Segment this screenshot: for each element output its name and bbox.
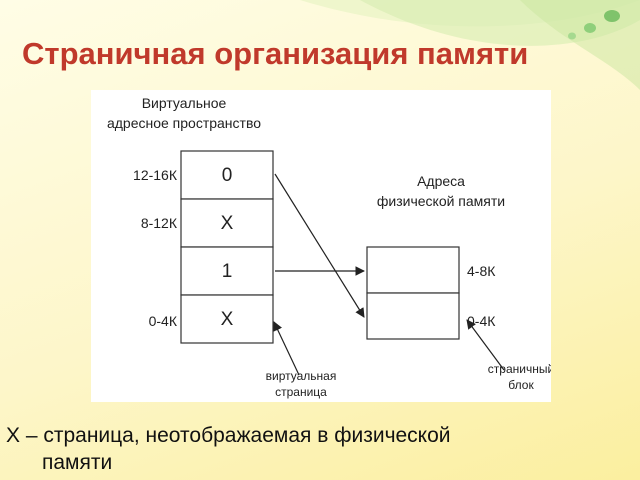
callout-arrow-page-frame <box>466 319 505 371</box>
droplet-icon <box>568 32 576 40</box>
droplet-icon <box>604 10 620 22</box>
physical-range-0: 4-8К <box>467 263 496 279</box>
virtual-page-3 <box>180 294 274 344</box>
virtual-space-label-1: Виртуальное <box>142 95 227 111</box>
virtual-space-label-2: адресное пространство <box>107 115 261 131</box>
virtual-page-value-2: 1 <box>222 261 233 282</box>
footnote: X – страница, неотображаемая в физическо… <box>6 422 626 476</box>
page-frame-note-2: блок <box>508 378 534 392</box>
physical-frame-0 <box>366 246 460 294</box>
virtual-range-1: 8-12К <box>141 215 178 231</box>
virtual-page-0 <box>180 150 274 200</box>
footnote-line-2: памяти <box>42 451 113 474</box>
droplet-icon <box>584 23 596 33</box>
footnote-line-1: X – страница, неотображаемая в физическо… <box>6 424 451 447</box>
physical-frame-table: 4-8К 0-4К <box>366 246 496 340</box>
virtual-range-0: 12-16К <box>133 167 178 183</box>
mapping-arrow-page0-to-frame0 <box>274 173 365 318</box>
virtual-range-3: 0-4К <box>149 313 178 329</box>
virtual-page-value-3: X <box>221 309 234 330</box>
virtual-page-note-2: страница <box>275 385 327 399</box>
diagram-canvas: Виртуальное адресное пространство Адреса… <box>107 95 551 399</box>
page-frame-note-1: страничный <box>488 362 551 376</box>
physical-frame-1 <box>366 292 460 340</box>
virtual-page-1 <box>180 198 274 248</box>
paging-diagram: Виртуальное адресное пространство Адреса… <box>91 90 551 402</box>
callout-arrow-virtual-page <box>273 321 300 376</box>
slide-title: Страничная организация памяти <box>22 36 529 71</box>
physical-label-2: физической памяти <box>377 193 505 209</box>
virtual-page-note-1: виртуальная <box>266 369 337 383</box>
virtual-page-value-0: 0 <box>222 165 233 186</box>
virtual-page-table: 0 X 1 X 12-16К 8-12К 0-4К <box>133 150 274 344</box>
virtual-page-value-1: X <box>221 213 234 234</box>
physical-label-1: Адреса <box>417 173 465 189</box>
